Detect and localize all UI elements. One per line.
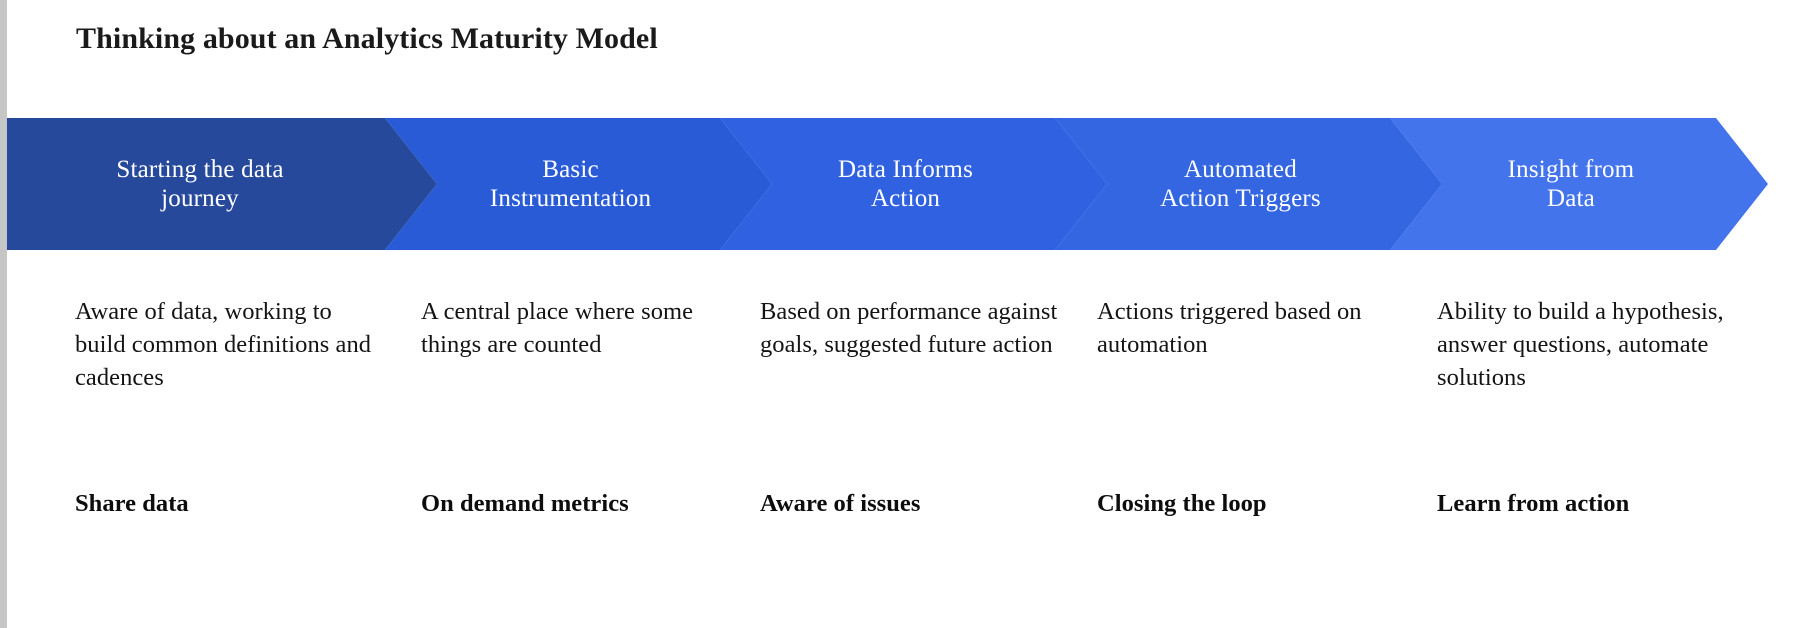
stage-5-column: Ability to build a hypothesis, answer qu… [1437,296,1737,517]
chevron-stage-3[interactable]: Data Informs Action [720,118,1107,250]
stage-4-column: Actions triggered based on automation Cl… [1097,296,1397,517]
chevron-stage-3-label: Data Informs Action [838,155,973,213]
chevron-stage-1[interactable]: Starting the data journey [7,118,437,250]
stage-3-column: Based on performance against goals, sugg… [760,296,1060,517]
stage-detail-columns: Aware of data, working to build common d… [0,296,1806,556]
maturity-chevron-band: Starting the data journey Basic Instrume… [7,118,1806,250]
chevron-stage-5-label: Insight from Data [1507,155,1635,213]
left-gutter-strip [0,0,7,628]
stage-3-description: Based on performance against goals, sugg… [760,298,1058,358]
stage-1-tag: Share data [75,490,189,517]
stage-4-tag: Closing the loop [1097,490,1267,517]
stage-3-tag: Aware of issues [760,490,921,517]
chevron-stage-5[interactable]: Insight from Data [1390,118,1768,250]
stage-4-description: Actions triggered based on automation [1097,298,1362,358]
stage-1-description: Aware of data, working to build common d… [75,298,372,391]
stage-2-column: A central place where some things are co… [421,296,721,517]
chevron-stage-2[interactable]: Basic Instrumentation [385,118,772,250]
chevron-stage-2-label: Basic Instrumentation [489,155,652,213]
chevron-stage-4[interactable]: Automated Action Triggers [1055,118,1442,250]
stage-5-description: Ability to build a hypothesis, answer qu… [1437,298,1724,391]
page-title: Thinking about an Analytics Maturity Mod… [76,22,658,55]
stage-2-tag: On demand metrics [421,490,629,517]
chevron-stage-4-label: Automated Action Triggers [1160,155,1321,213]
stage-1-column: Aware of data, working to build common d… [75,296,375,517]
stage-5-tag: Learn from action [1437,490,1630,517]
stage-2-description: A central place where some things are co… [421,298,694,358]
chevron-stage-1-label: Starting the data journey [116,155,284,213]
